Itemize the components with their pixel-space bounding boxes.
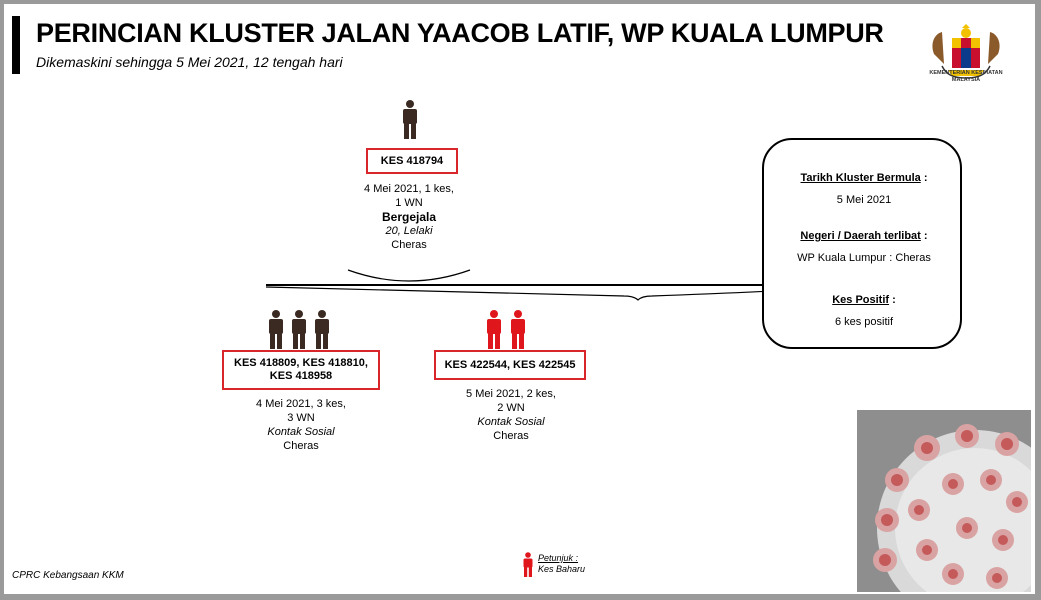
page-subtitle: Dikemaskini sehingga 5 Mei 2021, 12 teng… xyxy=(36,54,343,70)
legend: Petunjuk : Kes Baharu xyxy=(538,553,585,575)
group-brace xyxy=(265,286,847,301)
group-b-wn: 2 WN xyxy=(497,402,525,414)
index-brace xyxy=(347,269,471,282)
group-a-wn: 3 WN xyxy=(287,412,315,424)
summary-positive-heading: Kes Positif : xyxy=(832,294,896,306)
legend-title: Petunjuk : xyxy=(538,553,579,563)
title-accent-bar xyxy=(12,16,20,74)
summary-start-value: 5 Mei 2021 xyxy=(836,194,892,206)
slide: PERINCIAN KLUSTER JALAN YAACOB LATIF, WP… xyxy=(4,4,1035,594)
group-a-case-box: KES 418809, KES 418810, KES 418958 xyxy=(222,350,380,390)
summary-state-value: WP Kuala Lumpur : Cheras xyxy=(797,252,931,264)
footer-source: CPRC Kebangsaan KKM xyxy=(12,570,124,581)
group-b-label: KES 422544, KES 422545 xyxy=(444,358,576,371)
index-case-location: Cheras xyxy=(391,239,427,251)
group-a-info: 4 Mei 2021, 3 kes, 3 WN Kontak Sosial Ch… xyxy=(226,397,376,453)
cluster-connector-lines xyxy=(265,269,854,301)
group-a-label-line1: KES 418809, KES 418810, xyxy=(234,357,368,369)
index-case-wn: 1 WN xyxy=(395,197,423,209)
summary-start-heading: Tarikh Kluster Bermula : xyxy=(800,172,928,184)
index-case-info: 4 Mei 2021, 1 kes, 1 WN Bergejala 20, Le… xyxy=(334,182,484,252)
index-case-box: KES 418794 xyxy=(366,148,458,174)
group-a-type: Kontak Sosial xyxy=(267,426,335,438)
group-b-date: 5 Mei 2021, 2 kes, xyxy=(466,388,556,400)
index-case-profile: 20, Lelaki xyxy=(385,225,433,237)
index-case-label: KES 418794 xyxy=(380,154,444,167)
coronavirus-image xyxy=(857,410,1031,592)
group-a-person-icons xyxy=(269,310,329,349)
summary-positive-value: 6 kes positif xyxy=(834,316,894,328)
legend-new-case-icon xyxy=(523,552,533,577)
person-icon xyxy=(403,100,417,139)
group-b-case-box: KES 422544, KES 422545 xyxy=(434,350,586,380)
group-b-location: Cheras xyxy=(493,430,529,442)
group-a-date: 4 Mei 2021, 3 kes, xyxy=(256,398,346,410)
summary-state-heading: Negeri / Daerah terlibat : xyxy=(800,230,928,242)
page-title: PERINCIAN KLUSTER JALAN YAACOB LATIF, WP… xyxy=(36,18,884,48)
index-case-status: Bergejala xyxy=(381,210,437,224)
cluster-summary-box: Tarikh Kluster Bermula : 5 Mei 2021 Nege… xyxy=(762,138,962,349)
group-b-info: 5 Mei 2021, 2 kes, 2 WN Kontak Sosial Ch… xyxy=(436,387,586,443)
group-b-person-icons xyxy=(487,310,525,349)
logo-caption: KEMENTERIAN KESIHATAN MALAYSIA xyxy=(929,70,1003,83)
legend-item-label: Kes Baharu xyxy=(538,564,586,574)
index-case-date: 4 Mei 2021, 1 kes, xyxy=(364,183,454,195)
group-a-label-line2: KES 418958 xyxy=(269,370,333,382)
group-a-location: Cheras xyxy=(283,440,319,452)
group-b-type: Kontak Sosial xyxy=(477,416,545,428)
kkm-crest-logo xyxy=(932,24,1000,79)
